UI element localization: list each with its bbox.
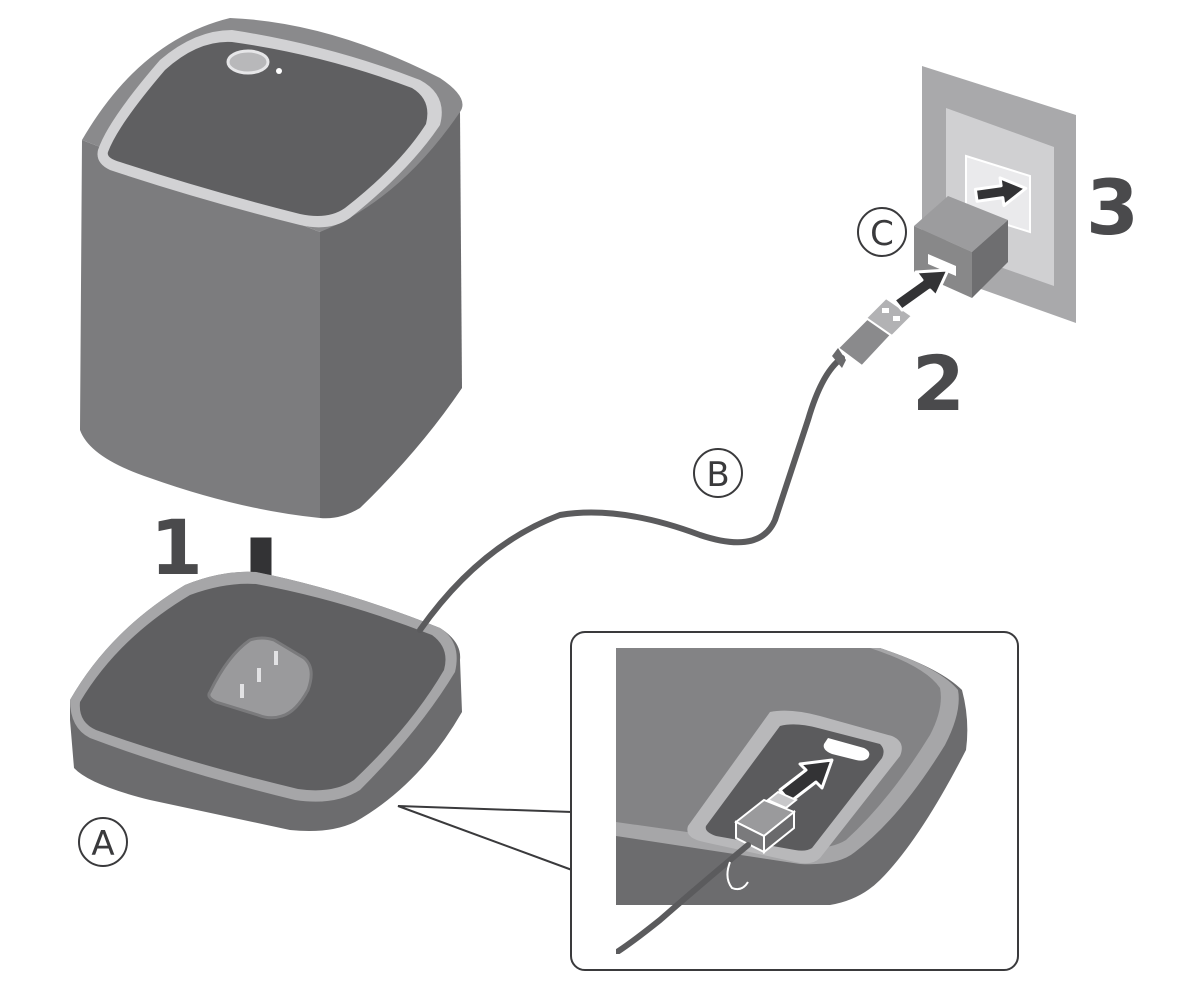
usb-plug <box>832 296 914 368</box>
label-b: B <box>706 455 729 495</box>
speaker-top-panel <box>107 41 428 216</box>
zoom-detail <box>616 648 996 954</box>
speaker-button <box>226 49 270 75</box>
label-a-circle <box>78 817 128 867</box>
usb-c-port <box>823 738 870 761</box>
callout-pointer <box>397 805 573 871</box>
label-b-circle <box>693 448 743 498</box>
speaker-front-face <box>80 140 320 518</box>
adapter-top <box>914 196 1008 252</box>
adapter-side <box>972 220 1008 298</box>
usb-c-plug <box>734 790 798 855</box>
zoom-cable <box>616 842 751 954</box>
charging-base <box>70 571 462 831</box>
label-c: C <box>870 214 894 254</box>
step-1-number: 1 <box>150 503 203 592</box>
usb-cable <box>417 355 845 633</box>
zoom-callout <box>397 631 1019 971</box>
label-c-circle <box>857 207 907 257</box>
step-2-number: 2 <box>912 339 965 428</box>
step-2-arrow <box>892 268 950 312</box>
speaker-led <box>276 68 282 74</box>
step-3-arrow <box>973 176 1028 208</box>
label-a: A <box>91 824 114 864</box>
step-3-number: 3 <box>1086 163 1139 252</box>
speaker <box>80 18 463 519</box>
